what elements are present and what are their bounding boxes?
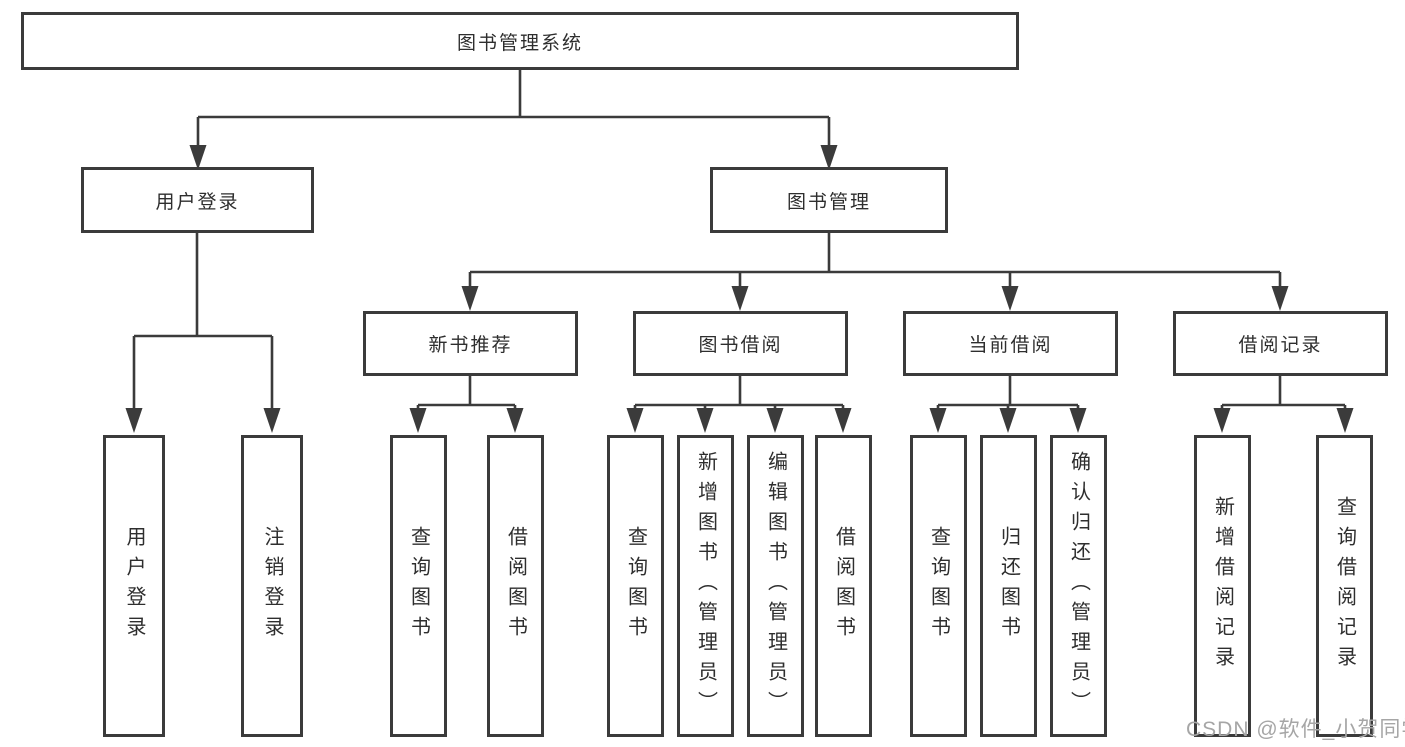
- node-leaf-logout: 注销登录: [241, 435, 303, 737]
- node-label: 图书管理系统: [456, 32, 583, 54]
- node-book-management-branch: 图书管理: [710, 167, 948, 233]
- node-label: 图书管理: [786, 191, 871, 213]
- node-label: 新增图书（管理员）: [694, 451, 717, 721]
- node-label: 借阅记录: [1238, 335, 1323, 356]
- node-leaf-borrow-books: 借阅图书: [815, 435, 872, 737]
- node-label: 借阅图书: [832, 526, 855, 646]
- node-label: 借阅图书: [504, 526, 527, 646]
- node-leaf-add-borrow-record: 新增借阅记录: [1194, 435, 1251, 737]
- node-label: 查询图书: [927, 526, 950, 646]
- node-new-book-recommend: 新书推荐: [363, 311, 578, 376]
- node-leaf-query-borrow-record: 查询借阅记录: [1316, 435, 1373, 737]
- node-leaf-return-book: 归还图书: [980, 435, 1037, 737]
- node-label: 查询图书: [624, 526, 647, 646]
- csdn-watermark: CSDN @软件_小贺同学: [1186, 718, 1405, 741]
- node-user-login-branch: 用户登录: [81, 167, 314, 233]
- node-borrow-records: 借阅记录: [1173, 311, 1388, 376]
- node-label: 注销登录: [261, 526, 283, 646]
- node-label: 新增借阅记录: [1211, 496, 1234, 676]
- node-book-borrow: 图书借阅: [633, 311, 848, 376]
- node-label: 新书推荐: [428, 335, 513, 356]
- node-label: 编辑图书（管理员）: [764, 451, 787, 721]
- node-leaf-query-books-current: 查询图书: [910, 435, 967, 737]
- node-library-management-system: 图书管理系统: [21, 12, 1019, 70]
- node-label: 归还图书: [997, 526, 1020, 646]
- node-label: 查询图书: [407, 526, 430, 646]
- node-leaf-user-login: 用户登录: [103, 435, 165, 737]
- node-label: 确认归还（管理员）: [1067, 451, 1090, 721]
- node-leaf-add-book-admin: 新增图书（管理员）: [677, 435, 734, 737]
- node-label: 图书借阅: [698, 335, 783, 356]
- node-leaf-confirm-return-admin: 确认归还（管理员）: [1050, 435, 1107, 737]
- node-label: 当前借阅: [968, 335, 1053, 356]
- node-leaf-query-books-recommend: 查询图书: [390, 435, 447, 737]
- node-current-borrow: 当前借阅: [903, 311, 1118, 376]
- node-leaf-borrow-books-recommend: 借阅图书: [487, 435, 544, 737]
- node-leaf-query-books-borrow: 查询图书: [607, 435, 664, 737]
- node-label: 查询借阅记录: [1333, 496, 1356, 676]
- node-label: 用户登录: [155, 191, 240, 213]
- node-leaf-edit-book-admin: 编辑图书（管理员）: [747, 435, 804, 737]
- node-label: 用户登录: [123, 526, 145, 646]
